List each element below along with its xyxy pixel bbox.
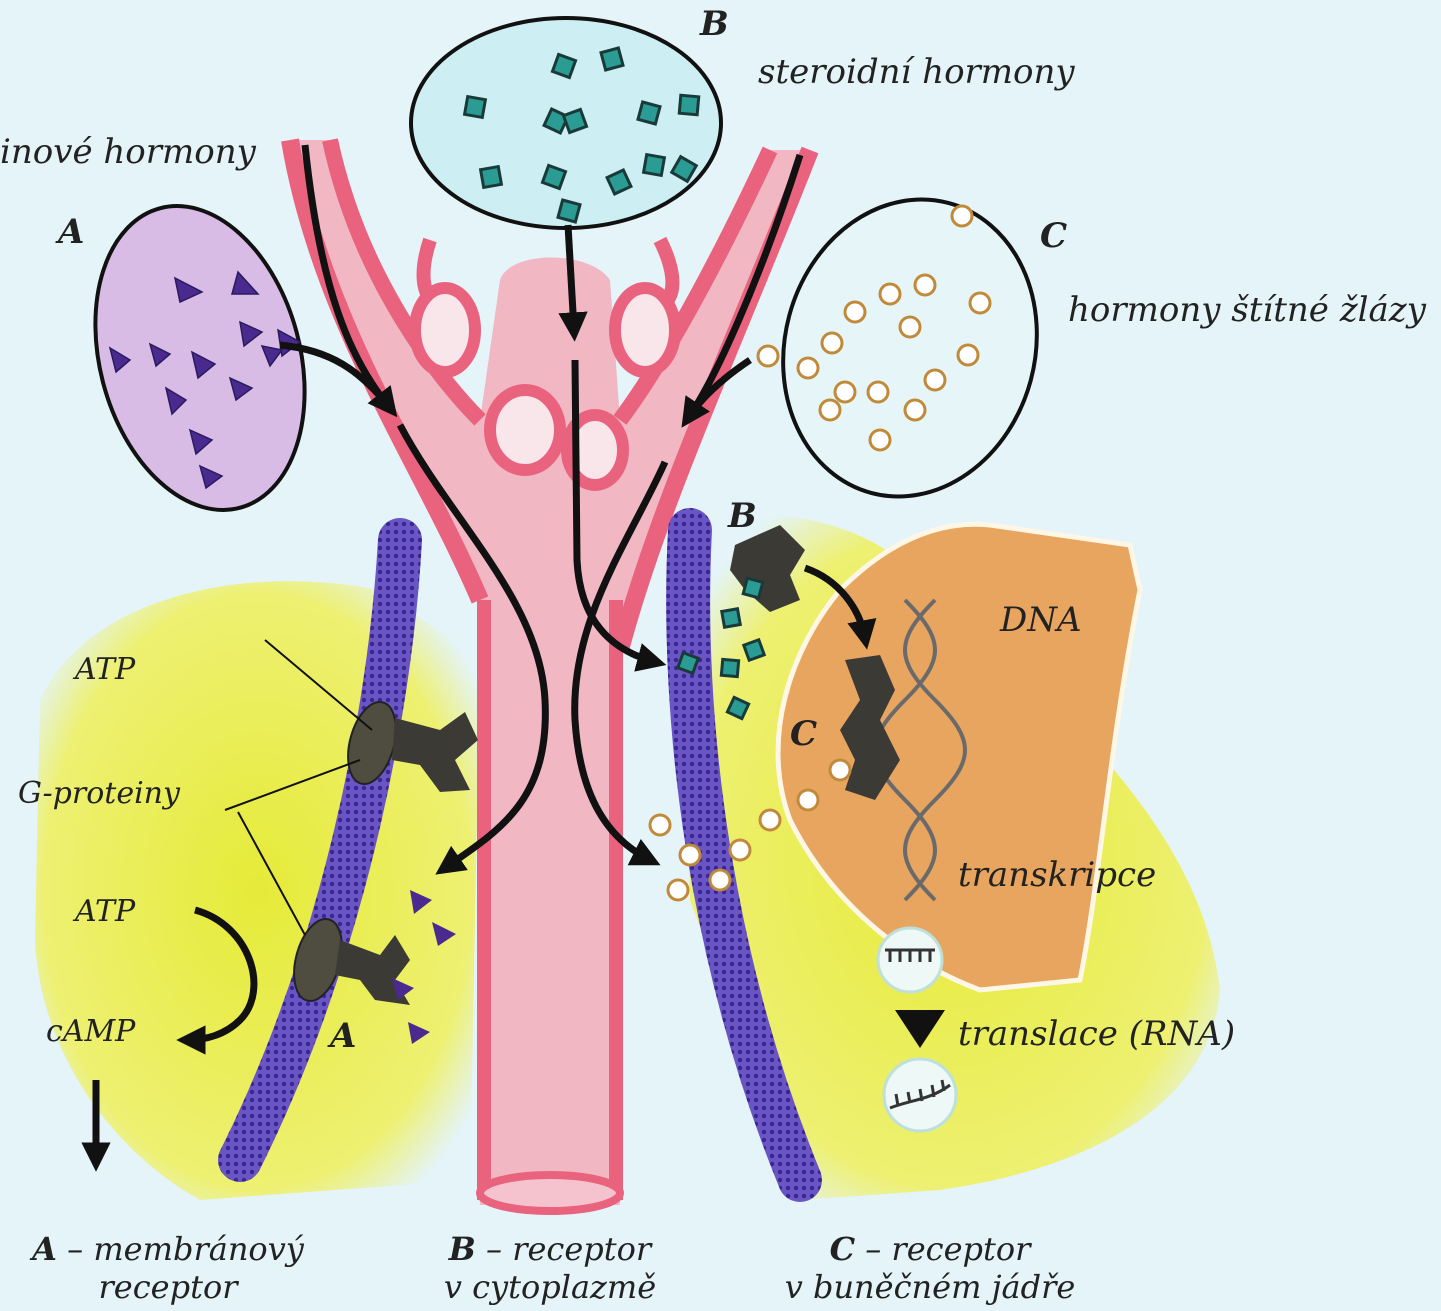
ribosome-1	[878, 928, 942, 992]
caption-b: B – receptor v cytoplazmě	[420, 1230, 680, 1306]
caption-b-line2: v cytoplazmě	[420, 1268, 680, 1306]
atp-label-bottom: ATP	[75, 894, 135, 929]
peptide-hormones-label: inové hormony	[0, 132, 256, 172]
cell-a-letter: A	[58, 212, 84, 252]
caption-b-line1: – receptor	[476, 1230, 651, 1268]
transcription-label: transkripce	[958, 855, 1156, 895]
receptor-a-letter: A	[330, 1016, 356, 1056]
caption-a-letter: A	[32, 1230, 57, 1268]
atp-label-top: ATP	[75, 652, 135, 687]
cell-c-letter: C	[1040, 216, 1067, 256]
caption-c: C – receptor v buněčném jádře	[760, 1230, 1100, 1306]
caption-b-letter: B	[449, 1230, 476, 1268]
caption-a-line1: – membránový	[57, 1230, 304, 1268]
caption-c-line2: v buněčném jádře	[760, 1268, 1100, 1306]
caption-a: A – membránový receptor	[8, 1230, 328, 1306]
caption-c-letter: C	[830, 1230, 855, 1268]
camp-label: cAMP	[46, 1014, 135, 1049]
ribosome-2	[884, 1059, 956, 1131]
translation-label: translace (RNA)	[958, 1014, 1235, 1054]
receptor-c-letter: C	[790, 714, 817, 754]
caption-c-line1: – receptor	[855, 1230, 1030, 1268]
thyroid-hormones-label: hormony štítné žlázy	[1068, 290, 1426, 330]
cell-b-letter: B	[700, 4, 729, 44]
receptor-b-letter: B	[728, 496, 757, 536]
cell-c	[750, 171, 1069, 525]
steroid-hormones-label: steroidní hormony	[758, 52, 1075, 92]
dna-label: DNA	[1000, 600, 1082, 640]
caption-a-line2: receptor	[8, 1268, 328, 1306]
g-proteins-label: G-proteiny	[18, 776, 180, 811]
